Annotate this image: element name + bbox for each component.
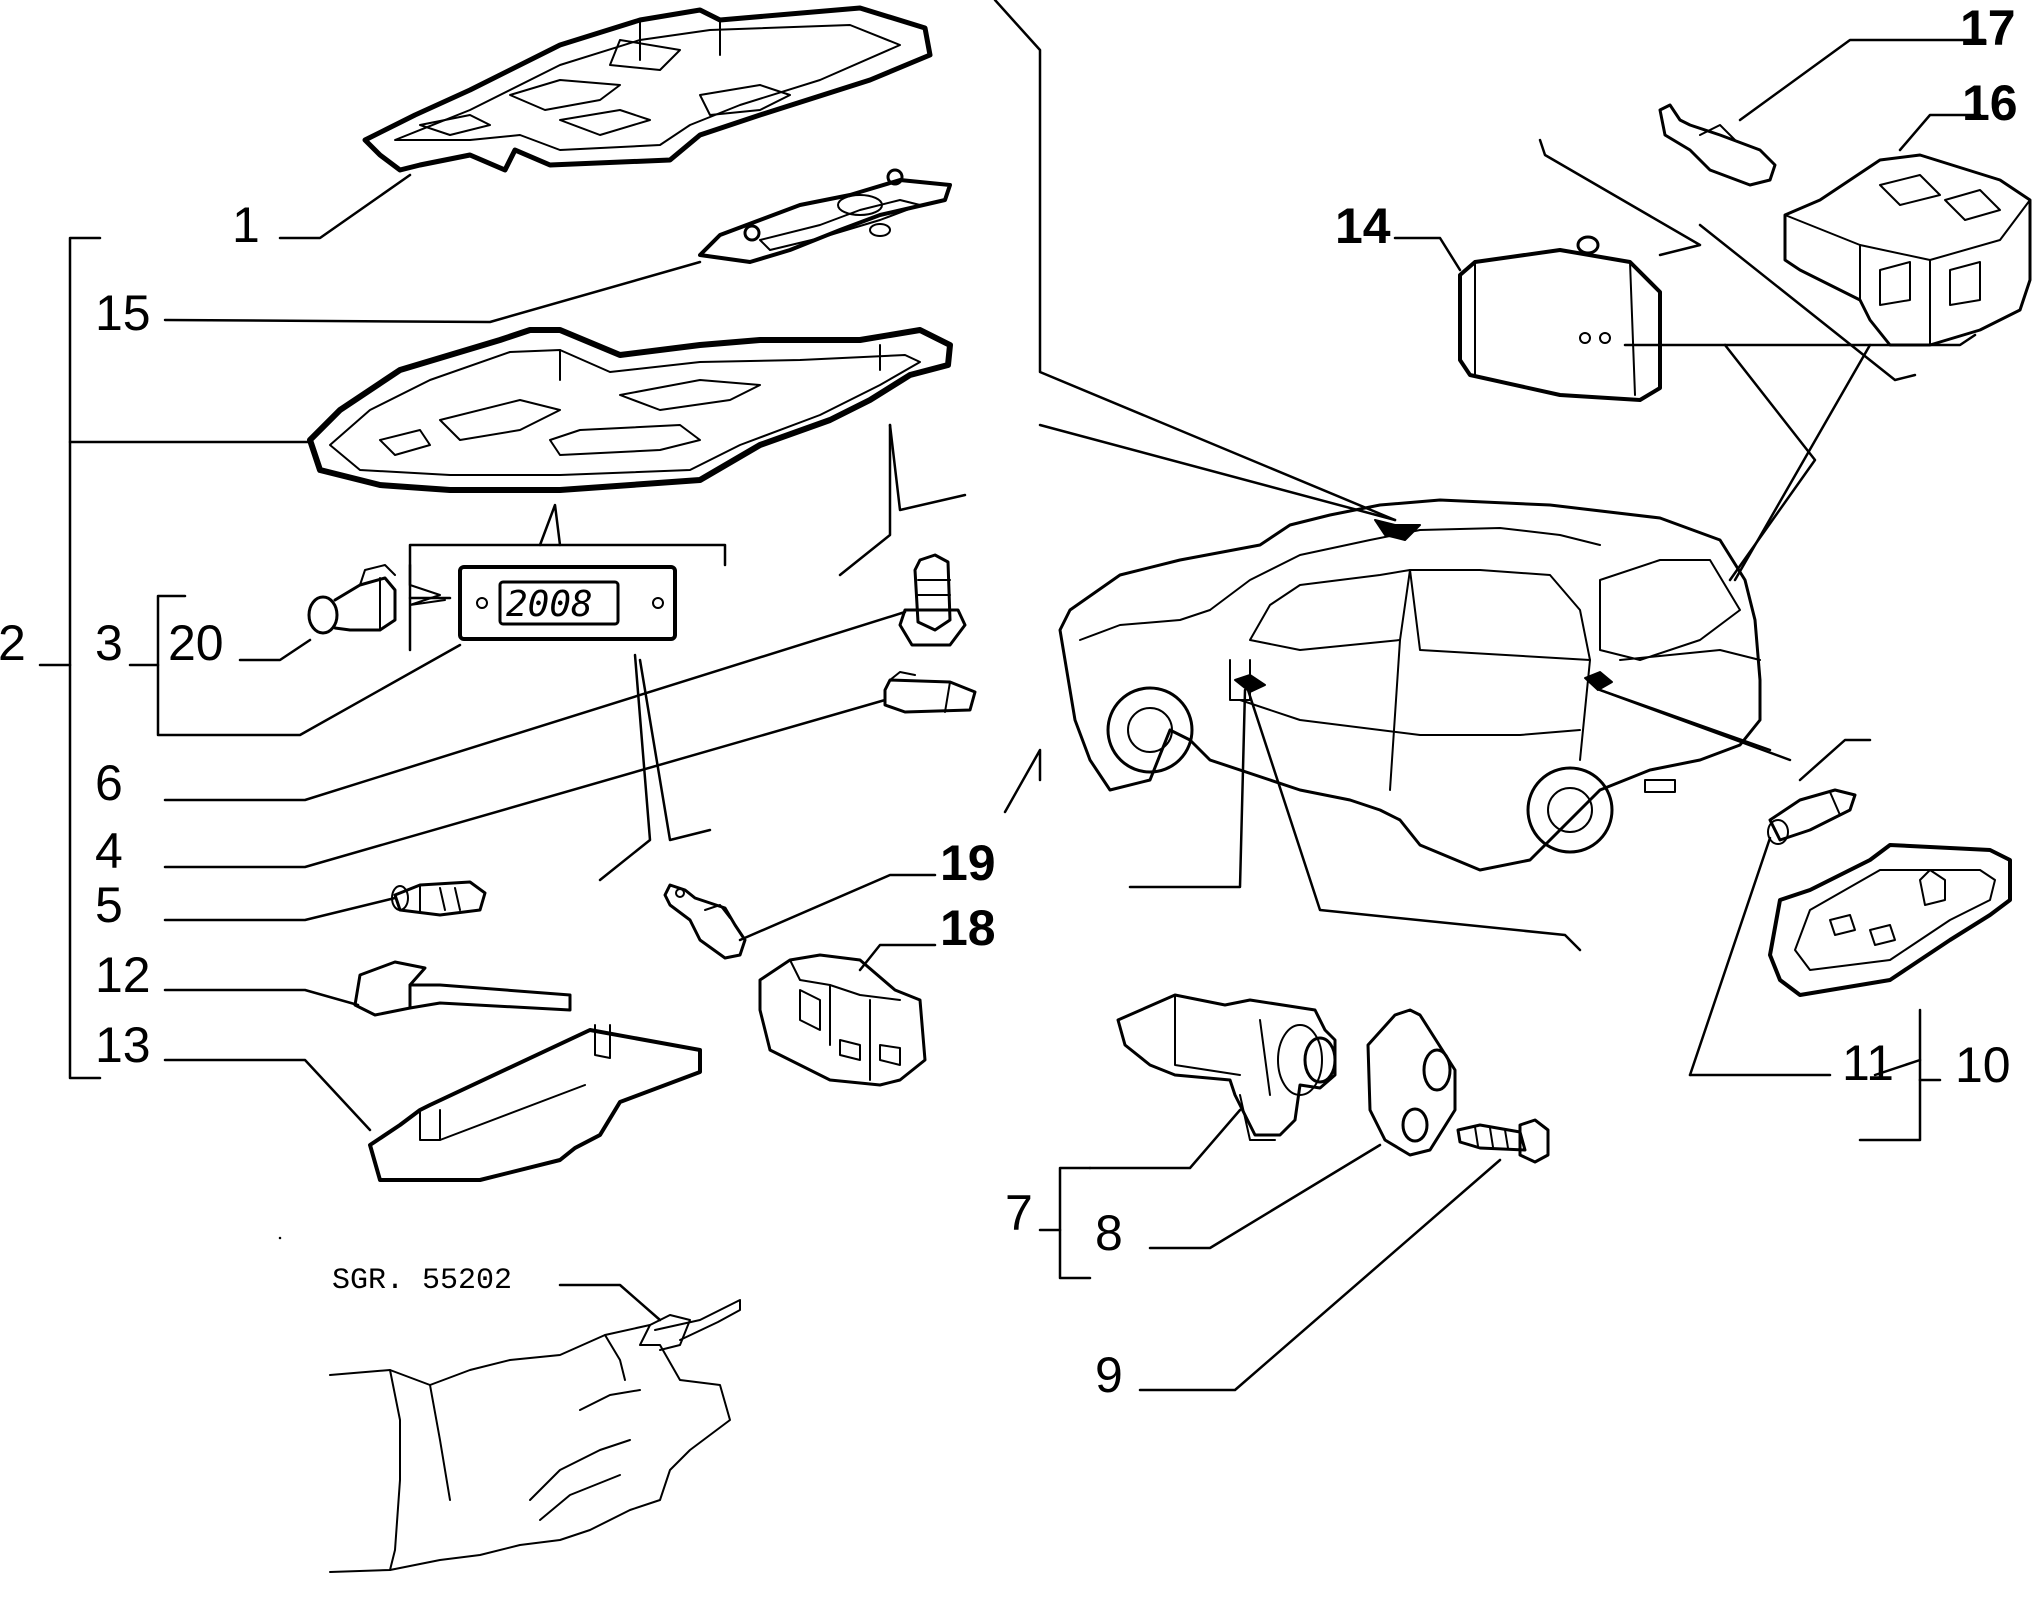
callout-17: 17 bbox=[1960, 0, 2016, 56]
callout-12: 12 bbox=[95, 947, 151, 1003]
callout-15: 15 bbox=[95, 285, 151, 341]
hand-with-key-tool bbox=[329, 1299, 741, 1573]
part-11-bulb bbox=[1767, 788, 1857, 845]
callout-5: 5 bbox=[95, 877, 123, 933]
callout-18: 18 bbox=[940, 900, 996, 956]
callout-6: 6 bbox=[95, 755, 123, 811]
callout-labels: 1 15 2 3 20 6 4 5 12 13 19 18 14 17 16 1… bbox=[0, 0, 2018, 1403]
part-6-plug bbox=[898, 553, 967, 647]
part-13-lens bbox=[368, 1024, 702, 1182]
part-8-gasket bbox=[1366, 1008, 1457, 1157]
part-2-lamp-tray bbox=[307, 327, 953, 493]
callout-8: 8 bbox=[1095, 1205, 1123, 1261]
part-7-door-switch bbox=[1116, 993, 1337, 1141]
leader-lines bbox=[38, 0, 1987, 1392]
tool-label: SGR. 55202 bbox=[332, 1264, 512, 1298]
callout-13: 13 bbox=[95, 1017, 151, 1073]
part-5-bulb bbox=[391, 880, 487, 917]
callout-7: 7 bbox=[1005, 1185, 1033, 1241]
callout-4: 4 bbox=[95, 823, 123, 879]
part-19-terminal bbox=[663, 883, 747, 960]
callout-11: 11 bbox=[1842, 1035, 1894, 1091]
part-3-clock-display: 2008 bbox=[458, 565, 677, 641]
callout-16: 16 bbox=[1962, 75, 2018, 131]
callout-1: 1 bbox=[232, 197, 260, 253]
part-10-lamp-housing bbox=[1768, 843, 2012, 997]
callout-20: 20 bbox=[168, 615, 224, 671]
callout-19: 19 bbox=[940, 835, 996, 891]
callout-10: 10 bbox=[1955, 1037, 2011, 1093]
callout-2: 2 bbox=[0, 615, 26, 671]
part-20-bulb-holder bbox=[307, 564, 446, 635]
part-4-clip bbox=[883, 671, 977, 714]
part-9-screw bbox=[1456, 1118, 1550, 1164]
part-14-control-module bbox=[1458, 235, 1662, 402]
part-12-light-pipe bbox=[353, 960, 572, 1017]
callout-9: 9 bbox=[1095, 1347, 1123, 1403]
car-illustration bbox=[1058, 498, 1762, 872]
part-16-relay-box bbox=[1783, 153, 2032, 347]
part-1-cover-panel bbox=[362, 5, 933, 173]
part-15-bracket bbox=[698, 168, 952, 264]
callout-3: 3 bbox=[95, 615, 123, 671]
callout-14: 14 bbox=[1335, 198, 1391, 254]
part-18-connector bbox=[758, 953, 927, 1087]
display-reading: 2008 bbox=[506, 584, 593, 625]
part-17-terminal bbox=[1658, 103, 1777, 187]
